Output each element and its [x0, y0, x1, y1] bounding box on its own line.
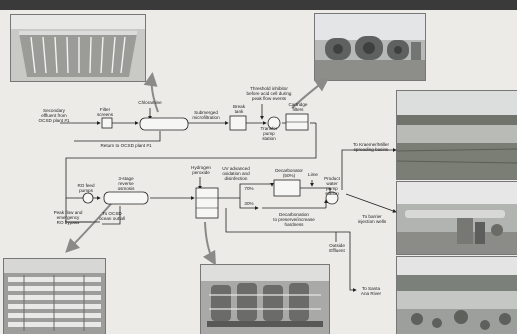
microfiltration-basin-photo — [10, 14, 146, 82]
label-return-ocsd: Return to OCSD plant #1 — [100, 143, 152, 148]
label-split-70: 70% — [244, 186, 254, 191]
label-submerged-mf: Submerged microfiltration — [192, 110, 220, 120]
label-reverse-osmosis: 3-stage reverse osmosis — [117, 176, 135, 191]
pressure-vessels-photo — [314, 13, 426, 81]
label-to-barrier: To barrier injection wells — [357, 214, 387, 224]
label-to-ocean: To OCSD ocean outfall — [98, 211, 126, 221]
header-bar — [0, 0, 517, 10]
label-uv-advanced: UV advanced oxidation and disinfection — [222, 166, 250, 181]
decarbonator-shape — [273, 179, 301, 197]
label-secondary-effluent: Secondary effluent from OCSD plant #1 — [38, 108, 70, 123]
label-cartridge-filters: Cartridge filters — [288, 102, 308, 112]
submerged-mf-shape — [139, 117, 189, 131]
label-decarbonator: Decarbonator (50%) — [275, 168, 303, 178]
spreading-basin-photo — [396, 90, 517, 180]
label-hydrogen-peroxide: Hydrogen peroxide — [191, 165, 211, 175]
uv-reactor-shape — [195, 187, 219, 219]
label-break-tank: Break tank — [232, 104, 245, 114]
injection-well-photo — [396, 181, 517, 255]
label-to-kraemer: To Kraemer/Miller spreading basins — [353, 142, 389, 152]
ro-feed-pump-shape — [82, 192, 94, 204]
label-ro-feed-pumps: RO feed pumps — [77, 183, 95, 193]
label-decarb-note: Decarbonation to preserve/increase hardn… — [273, 212, 315, 227]
uv-reactors-photo — [200, 264, 330, 334]
label-lime: Lime — [308, 172, 318, 177]
label-chloramine: Chloramine — [138, 100, 162, 105]
label-threshold-inhibitor: Threshold inhibitor before acid cell dur… — [246, 86, 292, 101]
label-split-30: 30% — [244, 201, 254, 206]
ro-membrane-racks-photo — [3, 258, 106, 334]
transfer-pump-shape — [267, 116, 281, 130]
label-to-santa-ana: To Santa Ana River — [360, 286, 382, 296]
product-pump-shape — [325, 191, 339, 205]
label-outside-effluent: Outside Effluent — [329, 243, 345, 253]
filter-screens-shape — [101, 117, 113, 129]
arrow-to-vessel-photo — [291, 77, 330, 109]
label-product-pump: Product water pump station — [324, 176, 340, 196]
label-transfer-pump: Transfer pump station — [260, 126, 278, 141]
label-peak-flow: Peak flow and emergency RO bypass — [53, 210, 83, 225]
arrow-to-uv-photo — [202, 221, 216, 266]
arrow-to-mf-photo — [143, 72, 159, 113]
reverse-osmosis-shape — [103, 191, 149, 205]
santa-ana-river-photo — [396, 256, 517, 334]
break-tank-shape — [229, 115, 247, 131]
label-filter-screens: Filter screens — [96, 107, 114, 117]
